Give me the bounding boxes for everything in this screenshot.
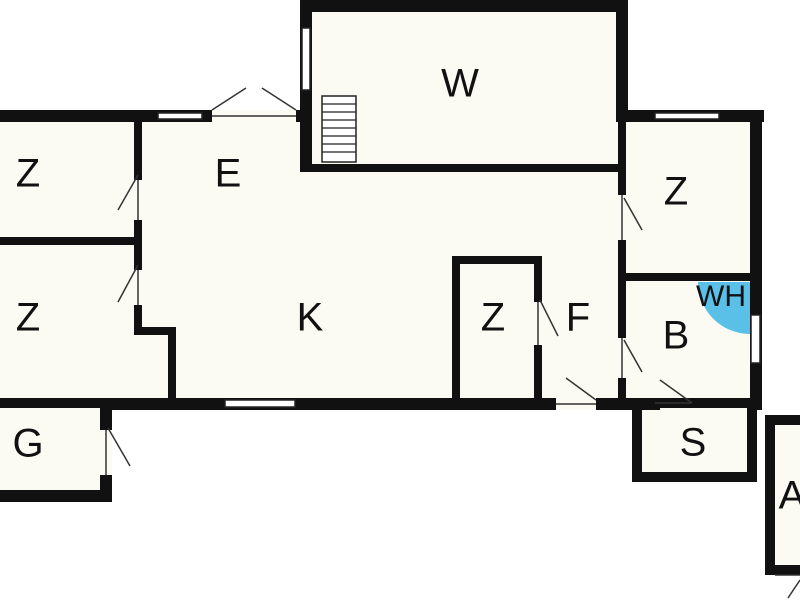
doors (100, 87, 800, 599)
room-label-b: B (663, 314, 690, 358)
room-label-e: E (215, 152, 242, 196)
windows (157, 27, 761, 408)
room-label-z-closet: Z (481, 296, 505, 340)
room-label-s: S (680, 421, 707, 465)
room-label-a: A (779, 474, 800, 518)
window-bottom (224, 399, 296, 408)
window-w-left (301, 27, 311, 91)
room-labels: W E K Z Z Z Z F B WH G S A (12, 62, 800, 518)
staircase (321, 95, 357, 163)
room-label-z-mid-left: Z (16, 296, 40, 340)
room-label-z-right: Z (664, 170, 688, 214)
floor-areas (0, 5, 800, 575)
room-label-g: G (12, 422, 43, 466)
room-label-f: F (566, 296, 590, 340)
window-top-left (157, 112, 203, 120)
room-label-z-top-left: Z (16, 152, 40, 196)
window-bathroom (750, 314, 761, 364)
water-heater-icon (698, 282, 750, 334)
window-top-right (654, 112, 720, 120)
room-label-k: K (297, 296, 324, 340)
room-label-wh: WH (696, 280, 746, 313)
room-label-w: W (441, 62, 479, 106)
